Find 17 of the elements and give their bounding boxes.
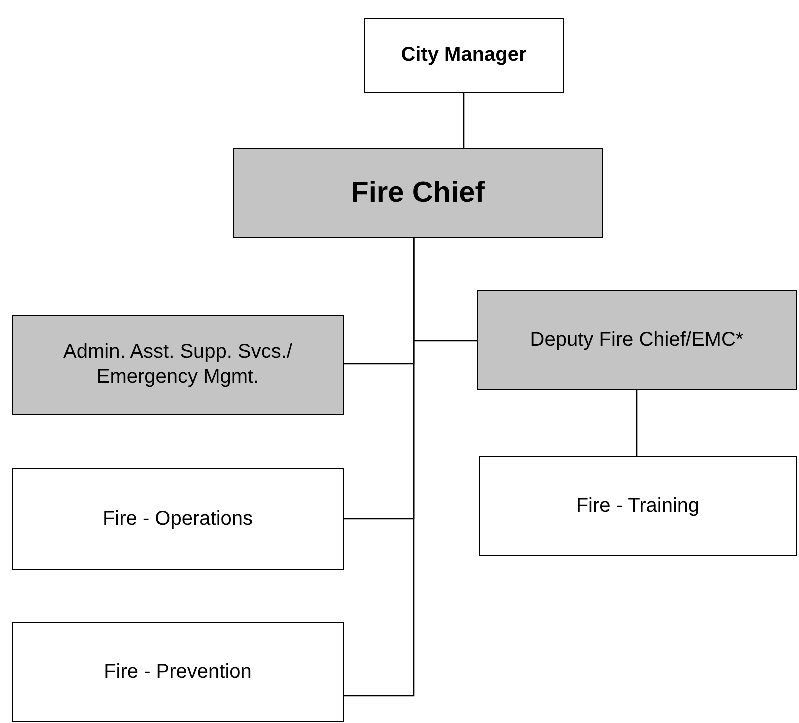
org-box	[364, 18, 564, 93]
org-box	[12, 468, 344, 570]
position-title: Admin. Asst. Supp. Svcs./ Emergency Mgmt.	[62, 340, 294, 390]
position-title: Fire - Prevention	[104, 660, 252, 684]
shaded-org-box	[12, 315, 344, 415]
position-title: Fire - Training	[576, 494, 700, 518]
position-title: City Manager	[401, 43, 527, 68]
position-title: Deputy Fire Chief/EMC*	[530, 328, 744, 352]
org-box	[12, 622, 344, 722]
connector-line	[344, 238, 415, 697]
connector-line	[636, 390, 638, 456]
shaded-org-box	[477, 290, 797, 390]
shaded-org-box	[233, 148, 603, 238]
position-title: Fire Chief	[351, 176, 485, 211]
position-title: Fire - Operations	[102, 506, 254, 532]
org-box	[479, 456, 797, 556]
connector-line	[463, 93, 465, 148]
